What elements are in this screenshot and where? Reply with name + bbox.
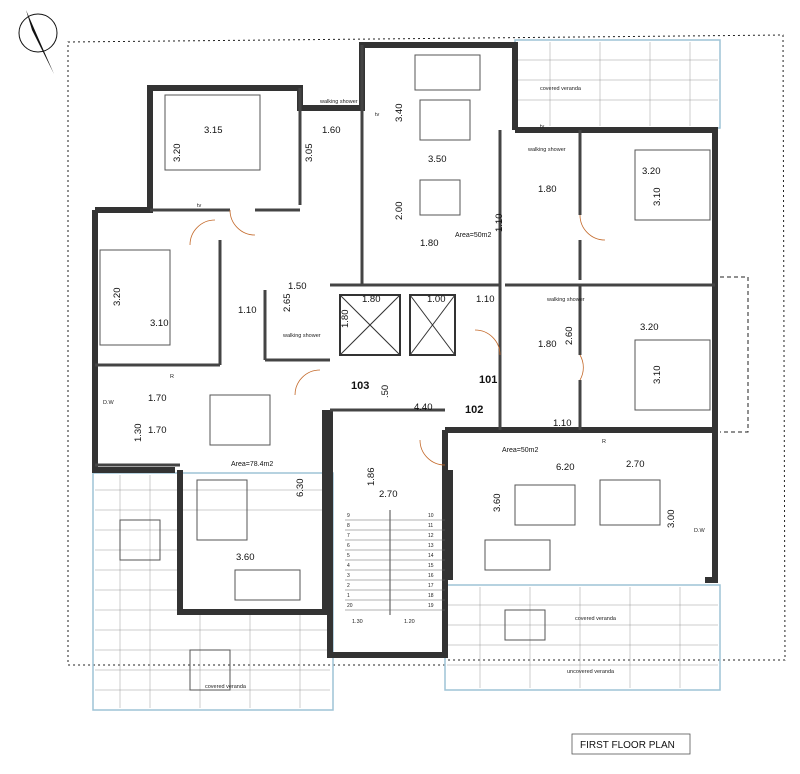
veranda-label: uncovered veranda [567, 669, 615, 675]
dim-label: 1.10 [476, 294, 495, 305]
walls [92, 42, 718, 658]
shower-label: walking shower [319, 99, 358, 105]
shower-label: walking shower [527, 147, 566, 153]
dim-label: 3.50 [428, 154, 447, 165]
stair-step-number: 10 [428, 513, 434, 519]
area-label: Area=50m2 [455, 232, 491, 239]
north-arrow-icon [18, 10, 58, 74]
stair-step-number: 8 [347, 523, 350, 529]
stair-step-number: 5 [347, 553, 350, 559]
stair-step-number: 4 [347, 563, 350, 569]
dim-label: 3.05 [304, 144, 315, 163]
appliance-label: D.W [694, 528, 706, 534]
interior-walls [95, 45, 715, 467]
dim-label: 1.50 [288, 281, 307, 292]
shower-label: walking shower [546, 297, 585, 303]
tv-label: tv [375, 112, 380, 118]
unit-number: 103 [351, 380, 369, 392]
dim-label: 2.65 [282, 294, 293, 313]
plan-title: FIRST FLOOR PLAN [580, 740, 675, 751]
tv-label: tv [540, 124, 545, 130]
veranda-left [92, 472, 334, 711]
dim-label: 1.80 [362, 294, 381, 305]
dim-label: 2.70 [379, 489, 398, 500]
stair-step-number: 6 [347, 543, 350, 549]
dim-label: 3.20 [112, 288, 123, 307]
dim-label: 1.80 [420, 238, 439, 249]
right-boundary-line [720, 276, 749, 433]
dim-label: 1.60 [322, 125, 341, 136]
dim-label: 1.20 [404, 619, 415, 625]
stair-step-number: 12 [428, 533, 434, 539]
dim-label: 3.60 [236, 552, 255, 563]
appliance-label: R [602, 439, 606, 445]
dim-label: 1.30 [133, 424, 144, 443]
area-label: Area=50m2 [502, 447, 538, 454]
elevator-shafts [339, 294, 456, 356]
door-swings [189, 209, 606, 466]
dim-label: 1.80 [538, 339, 557, 350]
dim-label: 6.30 [295, 479, 306, 498]
dim-label: 3.10 [150, 318, 169, 329]
title-box [571, 733, 691, 755]
stair-step-number: 19 [428, 603, 434, 609]
dim-label: 3.20 [640, 322, 659, 333]
dim-label: 3.40 [394, 104, 405, 123]
stair-step-number: 7 [347, 533, 350, 539]
dim-label: 1.70 [148, 425, 167, 436]
unit-number: 101 [479, 374, 497, 386]
dim-label: 3.60 [492, 494, 503, 513]
dim-label: 3.20 [172, 144, 183, 163]
dim-label: 1.00 [427, 294, 446, 305]
dim-label: 1.10 [494, 214, 505, 233]
dim-label: 3.10 [652, 366, 663, 385]
stair-step-number: 9 [347, 513, 350, 519]
dim-label: 6.20 [556, 462, 575, 473]
veranda-label: covered veranda [540, 86, 582, 92]
dim-label: 2.60 [564, 327, 575, 346]
dim-label: 1.80 [538, 184, 557, 195]
veranda-top-right [514, 39, 721, 129]
dim-label: 3.00 [666, 510, 677, 529]
stair-step-number: 14 [428, 553, 434, 559]
stair-step-number: 3 [347, 573, 350, 579]
stair-step-number: 18 [428, 593, 434, 599]
dim-label: 3.10 [652, 188, 663, 207]
dim-label: 1.80 [340, 310, 351, 329]
furniture [99, 54, 711, 691]
area-label: Area=78.4m2 [231, 461, 273, 468]
stair-step-number: 11 [428, 523, 433, 529]
dim-label: 2.00 [394, 202, 405, 221]
dim-label: 3.15 [204, 125, 223, 136]
veranda-label: covered veranda [575, 616, 617, 622]
unit-number: 102 [465, 404, 483, 416]
dim-label: 1.10 [553, 418, 572, 429]
appliance-label: D.W [103, 400, 115, 406]
stair-step-number: 17 [428, 583, 434, 589]
dim-label: 4.40 [414, 402, 433, 413]
dim-label: 1.10 [238, 305, 257, 316]
appliance-label: R [170, 374, 174, 380]
stair-step-number: 13 [428, 543, 434, 549]
dim-label: 1.86 [366, 468, 377, 487]
dim-label: 1.30 [352, 619, 363, 625]
shower-label: walking shower [282, 333, 321, 339]
dim-label: 2.70 [626, 459, 645, 470]
dim-label: 3.20 [642, 166, 661, 177]
stair-step-number: 20 [347, 603, 353, 609]
stair-step-number: 16 [428, 573, 434, 579]
stair-step-number: 15 [428, 563, 434, 569]
tv-label: tv [197, 203, 202, 209]
dim-label: 1.70 [148, 393, 167, 404]
staircase [345, 510, 445, 615]
veranda-label: covered veranda [205, 684, 247, 690]
stair-step-number: 2 [347, 583, 350, 589]
stair-step-number: 1 [347, 593, 350, 599]
dim-label: .50 [380, 385, 391, 398]
